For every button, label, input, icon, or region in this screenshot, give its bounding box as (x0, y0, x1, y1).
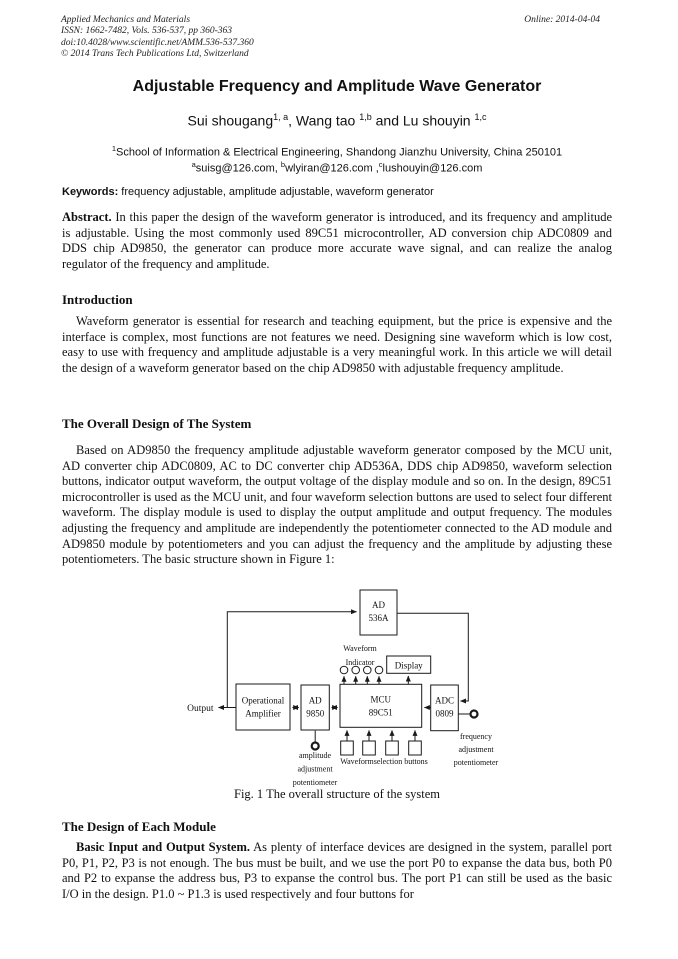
frequency-potentiometer: frequency adjustment potentiometer (454, 709, 499, 767)
author-name: Lu shouyin (402, 112, 475, 129)
module-design-paragraph: Basic Input and Output System. As plenty… (62, 840, 612, 902)
ad536a-label-1: AD (372, 600, 385, 610)
figure-caption: Fig. 1 The overall structure of the syst… (234, 787, 440, 801)
journal-header: Applied Mechanics and Materials ISSN: 16… (61, 15, 254, 61)
frequency-pot-label-2: adjustment (458, 745, 494, 754)
email-superscript: b (280, 159, 286, 169)
opamp-label-1: Operational (242, 696, 285, 706)
block-operational-amplifier: Operational Amplifier (235, 683, 291, 731)
abstract-text: In this paper the design of the waveform… (62, 210, 612, 271)
section-heading-module-design: The Design of Each Module (62, 819, 216, 834)
affiliation: 1School of Information & Electrical Engi… (62, 144, 612, 159)
selection-button-icon (408, 740, 422, 756)
adc-box (430, 684, 459, 732)
journal-name: Applied Mechanics and Materials (61, 15, 191, 25)
selection-button-icon (362, 740, 376, 756)
amplitude-pot-label-3: potentiometer (293, 778, 338, 787)
potentiometer-icon (469, 709, 479, 719)
amplitude-potentiometer: amplitude adjustment potentiometer (293, 741, 338, 787)
email-address: suisg@126.com, (195, 162, 281, 175)
copyright-line: © 2014 Trans Tech Publications Ltd, Swit… (61, 49, 249, 60)
module-design-text: As plenty of interface devices are desig… (62, 840, 612, 901)
waveform-indicator-leds: Waveform Indicator (339, 644, 384, 675)
display-box (386, 655, 432, 674)
display-label: Display (395, 661, 423, 671)
led-icon (339, 665, 349, 675)
selection-button-icon (340, 740, 354, 756)
wire-output-to-ad536a (226, 609, 357, 708)
keywords-text: frequency adjustable, amplitude adjustab… (118, 186, 434, 198)
frequency-pot-label-1: frequency (460, 732, 492, 741)
block-ad536a: AD 536A (359, 589, 398, 636)
waveform-indicator-label-2: Indicator (346, 658, 375, 667)
ad9850-label-2: 9850 (306, 709, 325, 719)
author-separator: , (288, 112, 296, 129)
ad9850-label-1: AD (309, 696, 322, 706)
waveform-indicator-label-1: Waveform (343, 644, 377, 653)
block-display: Display (386, 655, 432, 674)
led-icon (363, 665, 372, 675)
keywords-line: Keywords: frequency adjustable, amplitud… (62, 186, 612, 198)
introduction-paragraph: Waveform generator is essential for rese… (62, 314, 612, 375)
frequency-pot-label-3: potentiometer (454, 758, 499, 767)
mcu-box (339, 683, 423, 728)
section-heading-introduction: Introduction (62, 292, 133, 307)
output-label: Output (187, 704, 214, 714)
block-adc0809: ADC 0809 (430, 684, 459, 732)
adc-label-2: 0809 (436, 709, 455, 719)
author-separator: and (371, 112, 403, 129)
affiliation-superscript: 1 (111, 143, 116, 153)
email-superscript: c (378, 159, 383, 169)
affiliation-text: School of Information & Electrical Engin… (116, 146, 563, 159)
opamp-box (235, 683, 291, 731)
potentiometer-icon (310, 741, 320, 751)
module-design-lead: Basic Input and Output System. (76, 840, 250, 854)
doi-line: doi:10.4028/www.scientific.net/AMM.536-5… (61, 37, 254, 48)
opamp-label-2: Amplifier (245, 709, 281, 719)
wire-ad536a-to-adc (396, 612, 469, 704)
block-ad9850: AD 9850 (300, 684, 330, 731)
mcu-label-1: MCU (371, 695, 392, 705)
online-date: Online: 2014-04-04 (524, 15, 600, 25)
selection-buttons-label: Waveformselection buttons (340, 757, 428, 766)
author-superscript: 1, a (273, 112, 289, 122)
selection-button-icon (385, 740, 399, 756)
ad536a-label-2: 536A (369, 613, 390, 623)
figure-wires (218, 609, 471, 742)
author-name: Wang tao (295, 112, 360, 129)
email-superscript: a (191, 159, 196, 169)
keywords-label: Keywords: (62, 186, 119, 198)
block-mcu: MCU 89C51 (339, 683, 423, 728)
overall-design-paragraph: Based on AD9850 the frequency amplitude … (62, 443, 612, 567)
authors-line: Sui shougang1, a, Wang tao 1,b and Lu sh… (62, 112, 612, 129)
emails-line: asuisg@126.com, bwlyiran@126.com ,clusho… (62, 160, 612, 175)
figure-1-diagram: AD 536A Operational Amplifier AD 9850 MC… (140, 586, 540, 802)
author-name: Sui shougang (187, 112, 274, 129)
abstract-paragraph: Abstract. In this paper the design of th… (62, 210, 612, 272)
amplitude-pot-label-1: amplitude (299, 751, 331, 760)
abstract-label: Abstract. (62, 210, 112, 224)
led-icon (351, 665, 360, 675)
led-icon (374, 665, 384, 675)
author-superscript: 1,b (359, 112, 372, 122)
mcu-label-2: 89C51 (369, 708, 393, 718)
system-structure-diagram: AD 536A Operational Amplifier AD 9850 MC… (187, 589, 499, 787)
email-address: wlyiran@126.com , (285, 162, 379, 175)
adc-label-1: ADC (435, 696, 454, 706)
ad9850-box (300, 684, 330, 731)
amplitude-pot-label-2: adjustment (297, 765, 333, 774)
paper-title: Adjustable Frequency and Amplitude Wave … (132, 78, 542, 95)
issn-line: ISSN: 1662-7482, Vols. 536-537, pp 360-3… (61, 26, 232, 37)
email-address: lushouyin@126.com (382, 162, 483, 175)
author-superscript: 1,c (474, 112, 487, 122)
ad536a-box (359, 589, 398, 636)
section-heading-overall-design: The Overall Design of The System (62, 416, 252, 431)
waveform-selection-buttons: Waveformselection buttons (340, 740, 428, 766)
